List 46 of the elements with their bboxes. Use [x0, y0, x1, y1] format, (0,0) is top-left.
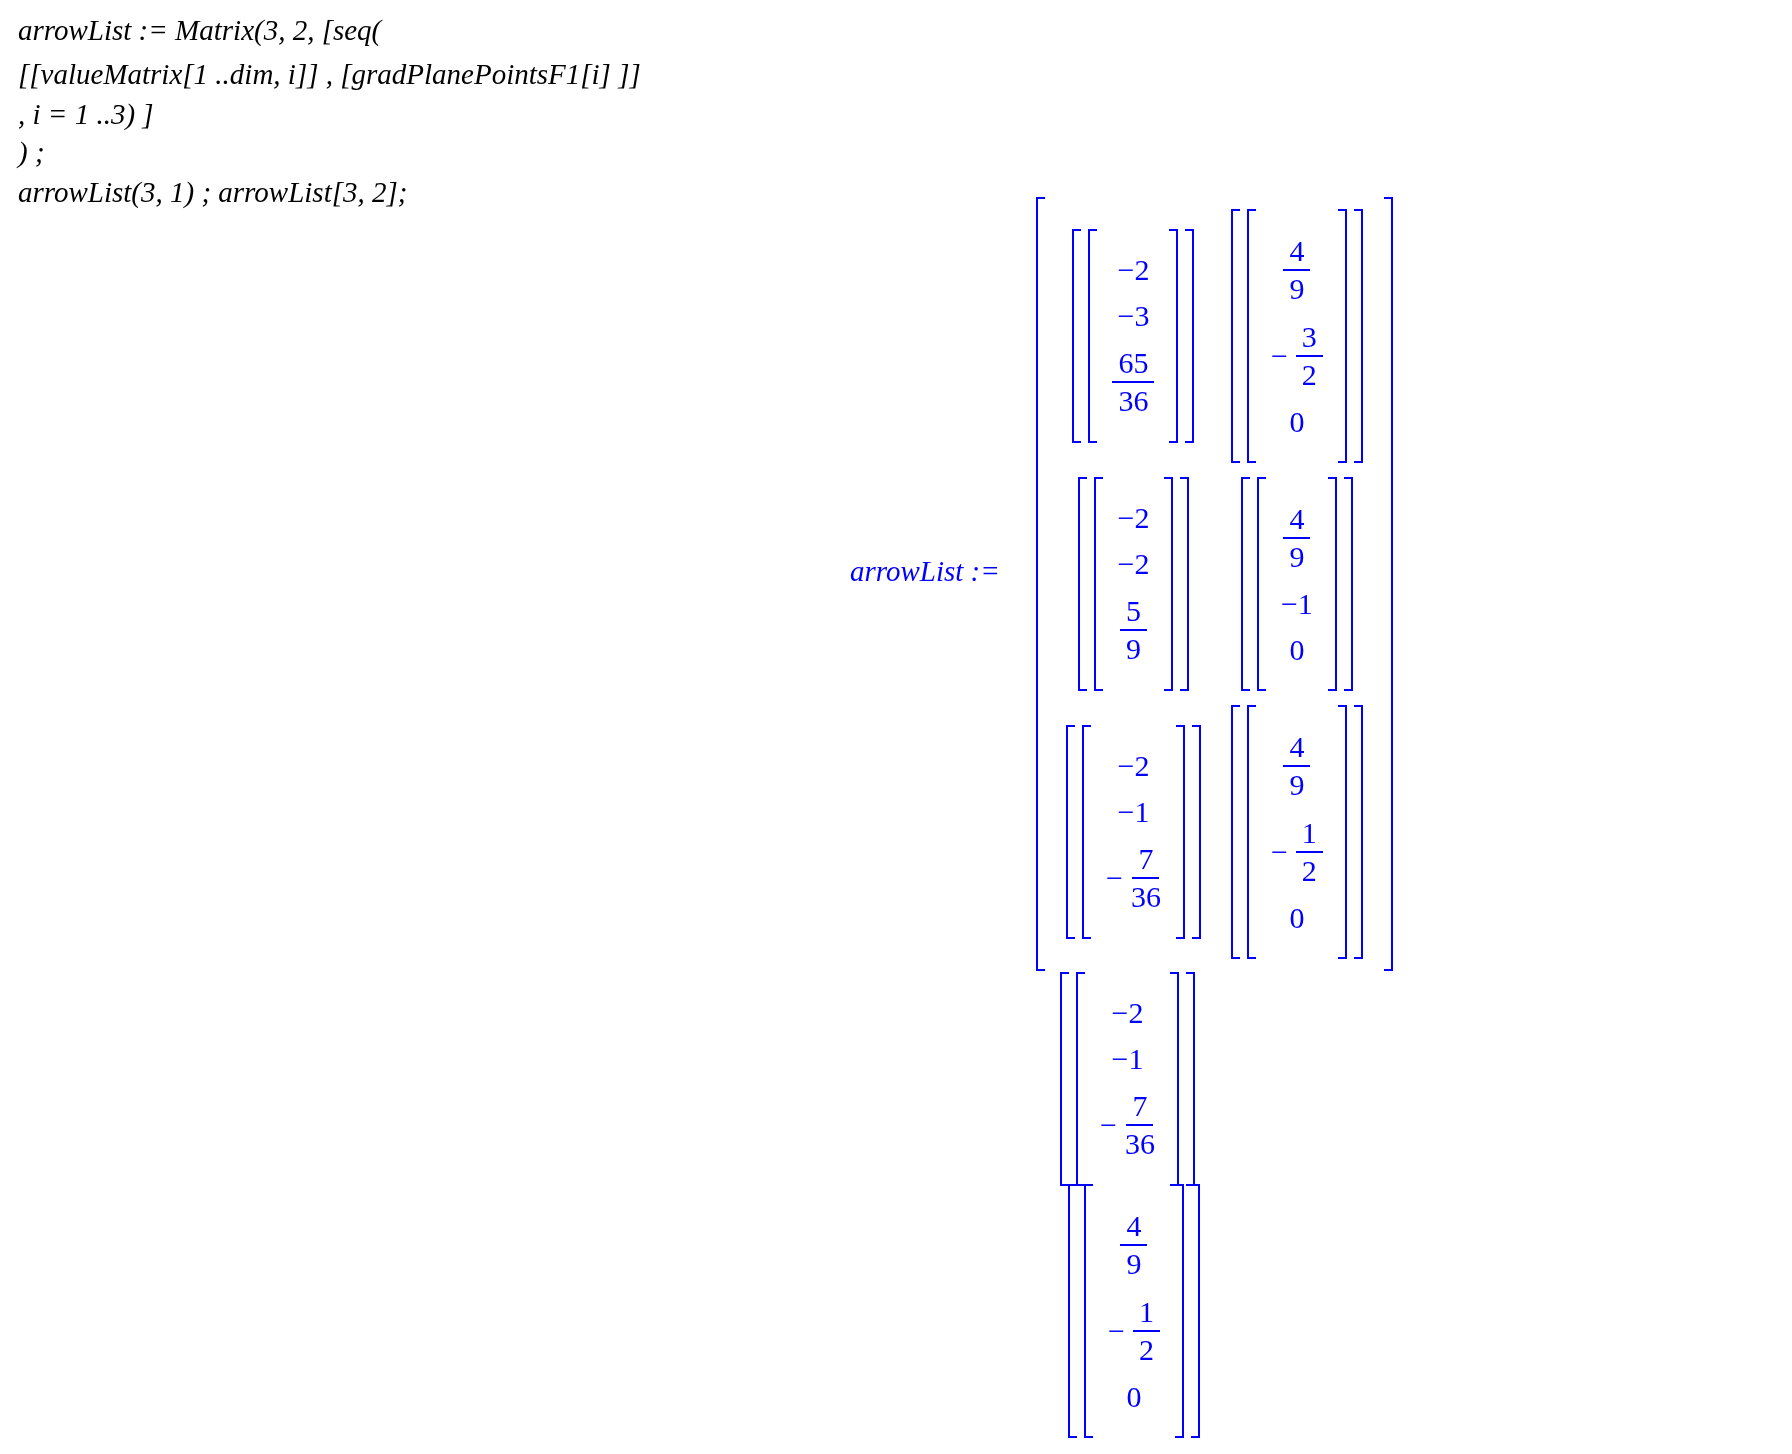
- code-line: arrowList := Matrix(3, 2, [seq(: [18, 14, 382, 47]
- minus-sign: −: [1106, 861, 1123, 895]
- matrix-entry: −3: [1117, 299, 1150, 333]
- numerator: 4: [1283, 233, 1311, 271]
- denominator: 9: [1289, 767, 1305, 803]
- minus-sign: −: [1270, 835, 1288, 869]
- numerator: 4: [1283, 729, 1311, 767]
- denominator: 9: [1126, 1246, 1142, 1282]
- output-label: arrowList :=: [850, 555, 1000, 588]
- numerator: 5: [1119, 593, 1147, 631]
- numerator: 4: [1120, 1208, 1148, 1246]
- matrix-entry: 0: [1289, 405, 1305, 439]
- numerator: 4: [1283, 501, 1311, 539]
- numerator: 1: [1295, 815, 1323, 853]
- matrix-entry: 0: [1126, 1380, 1142, 1414]
- matrix-entry: −2: [1111, 996, 1144, 1030]
- minus-sign: −: [1100, 1108, 1117, 1142]
- numerator: 3: [1295, 319, 1323, 357]
- matrix-entry: −2: [1117, 501, 1150, 535]
- minus-sign: −: [1270, 339, 1288, 373]
- matrix-entry: −2: [1117, 749, 1150, 783]
- code-line: , i = 1 ..3) ]: [18, 98, 154, 131]
- numerator: 65: [1112, 345, 1155, 383]
- denominator: 2: [1301, 357, 1317, 393]
- code-line: arrowList(3, 1) ; arrowList[3, 2];: [18, 176, 408, 209]
- denominator: 2: [1138, 1332, 1154, 1368]
- matrix-entry: −1: [1280, 587, 1313, 621]
- matrix-entry: 0: [1289, 633, 1305, 667]
- matrix-entry: −2: [1117, 547, 1150, 581]
- denominator: 9: [1289, 539, 1305, 575]
- numerator: 1: [1132, 1294, 1160, 1332]
- matrix-entry: −2: [1117, 253, 1150, 287]
- minus-sign: −: [1108, 1314, 1125, 1348]
- denominator: 36: [1130, 879, 1161, 915]
- denominator: 9: [1289, 271, 1305, 307]
- matrix-entry: −1: [1111, 1042, 1144, 1076]
- denominator: 36: [1124, 1126, 1155, 1162]
- matrix-entry: −1: [1117, 795, 1150, 829]
- matrix-entry: 0: [1289, 901, 1305, 935]
- code-line: [[valueMatrix[1 ..dim, i]] , [gradPlanePointsF1[i] ]]: [18, 58, 641, 91]
- numerator: 7: [1126, 1088, 1154, 1126]
- denominator: 36: [1118, 383, 1149, 419]
- denominator: 2: [1301, 853, 1317, 889]
- code-line: ) ;: [18, 136, 45, 169]
- denominator: 9: [1125, 631, 1141, 667]
- numerator: 7: [1132, 841, 1160, 879]
